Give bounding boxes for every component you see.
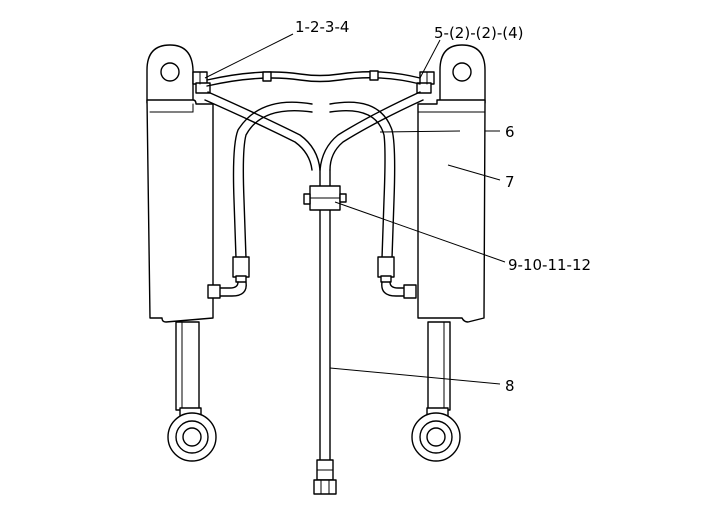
leader-8 [329, 367, 501, 385]
callout-7: 7 [505, 173, 515, 191]
right-top-fitting [416, 71, 435, 94]
callout-8: 8 [505, 377, 515, 395]
left-cylinder [146, 44, 217, 462]
callout-9-10-11-12: 9-10-11-12 [508, 256, 591, 274]
callout-leaders [204, 33, 506, 385]
callout-labels: 1-2-3-4 5-(2)-(2)-(4) 6 7 9-10-11-12 8 [295, 18, 591, 395]
leader-1-2-3-4 [204, 33, 294, 79]
callout-1-2-3-4: 1-2-3-4 [295, 18, 349, 36]
leader-7 [447, 164, 501, 181]
leader-5 [419, 39, 441, 79]
hydraulic-hoses [204, 70, 424, 495]
right-cylinder [411, 44, 486, 462]
callout-5: 5-(2)-(2)-(4) [434, 24, 524, 42]
leader-6-inner [379, 130, 461, 133]
leader-9-10-11-12 [334, 201, 506, 263]
left-top-fitting [192, 71, 211, 94]
callout-6: 6 [505, 123, 515, 141]
